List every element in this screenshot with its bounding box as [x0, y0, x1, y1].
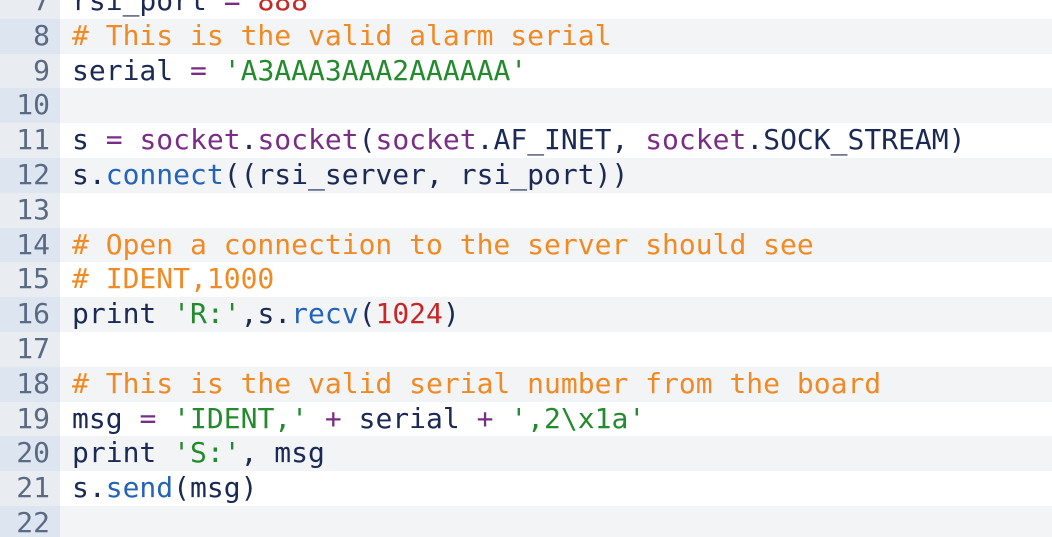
code-token: # IDENT,1000 [72, 262, 275, 296]
line-number[interactable]: 13 [0, 192, 60, 228]
code-token: 'A3AAA3AAA2AAAAAA' [223, 53, 528, 87]
code-token: socket [257, 123, 359, 157]
code-line[interactable]: 18 # This is the valid serial number from… [0, 366, 1052, 402]
line-number[interactable]: 19 [0, 401, 60, 437]
code-token: connect [105, 157, 224, 191]
code-text[interactable]: # Open a connection to the server should… [60, 228, 814, 263]
line-number[interactable]: 9 [0, 53, 60, 89]
code-line[interactable]: 15 # IDENT,1000 [0, 262, 1052, 298]
code-token: # This is the valid serial number from t… [72, 366, 882, 400]
code-text[interactable]: # This is the valid serial number from t… [60, 367, 881, 402]
code-token: socket [375, 123, 477, 157]
code-line[interactable]: 10 [0, 88, 1052, 124]
line-number[interactable]: 22 [0, 505, 60, 537]
code-text[interactable]: print 'R:',s.recv(1024) [60, 297, 460, 332]
code-text[interactable]: # IDENT,1000 [60, 262, 274, 297]
code-text[interactable] [60, 193, 72, 228]
code-token: socket [139, 123, 241, 157]
code-text[interactable]: # This is the valid alarm serial [60, 19, 611, 54]
code-token: 'S:' [173, 436, 241, 470]
code-token: rsi_port [72, 0, 224, 17]
code-token: ( [358, 123, 376, 157]
code-text[interactable]: s.send(msg) [60, 471, 257, 506]
code-line[interactable]: 14 # Open a connection to the server shou… [0, 227, 1052, 263]
line-number[interactable]: 15 [0, 262, 60, 298]
code-token: 888 [257, 0, 309, 17]
code-token: = [105, 123, 123, 157]
code-token: . [240, 123, 258, 157]
code-token [308, 402, 325, 435]
line-number[interactable]: 14 [0, 227, 60, 263]
code-token: .SOCK_STREAM) [746, 123, 966, 157]
code-line[interactable]: 13 [0, 192, 1052, 228]
code-token: 1024 [375, 297, 443, 331]
code-token: .AF_INET, [476, 123, 646, 157]
code-token: send [105, 471, 174, 505]
code-token: msg [72, 401, 140, 435]
code-token: ( [358, 297, 376, 331]
code-token: = [139, 401, 157, 435]
code-token [156, 402, 173, 435]
code-token: 'R:' [173, 297, 241, 331]
code-token: s. [72, 157, 106, 191]
code-token: # This is the valid alarm serial [72, 18, 612, 52]
code-token [493, 402, 510, 435]
code-token: ((rsi_server, rsi_port)) [223, 157, 629, 191]
code-token: s [72, 123, 106, 157]
code-line[interactable]: 22 [0, 505, 1052, 537]
code-token: (msg) [173, 471, 258, 505]
code-token: + [476, 401, 494, 435]
code-token: = [190, 53, 207, 87]
code-token: 'IDENT,' [173, 401, 309, 435]
code-token: print [72, 436, 174, 470]
code-text[interactable]: msg = 'IDENT,' + serial + ',2\x1a' [60, 402, 645, 437]
code-token: , msg [240, 436, 325, 470]
line-number[interactable]: 16 [0, 297, 60, 332]
code-text[interactable]: rsi_port = 888 [60, 0, 308, 19]
code-token [207, 54, 224, 87]
code-text[interactable]: serial = 'A3AAA3AAA2AAAAAA' [60, 54, 527, 89]
code-text[interactable] [60, 506, 72, 537]
code-token: print [72, 297, 174, 331]
code-token: = [223, 0, 241, 17]
code-line[interactable]: 17 [0, 331, 1052, 367]
line-number[interactable]: 11 [0, 123, 60, 158]
line-number[interactable]: 10 [0, 88, 60, 124]
code-token: s. [72, 471, 106, 505]
line-number[interactable]: 18 [0, 366, 60, 402]
code-token [241, 0, 258, 17]
code-text[interactable]: print 'S:', msg [60, 436, 325, 471]
line-number[interactable]: 17 [0, 331, 60, 367]
line-number[interactable]: 8 [0, 18, 60, 54]
code-token: + [324, 401, 342, 435]
code-token: serial [341, 401, 477, 435]
line-number[interactable]: 21 [0, 471, 60, 506]
code-token [123, 123, 140, 156]
code-token: serial [72, 53, 191, 87]
code-token: ',2\x1a' [510, 401, 646, 435]
code-text[interactable]: s = socket.socket(socket.AF_INET, socket… [60, 123, 966, 158]
line-number[interactable]: 7 [0, 0, 60, 19]
code-token: ) [442, 297, 460, 331]
code-text[interactable]: s.connect((rsi_server, rsi_port)) [60, 158, 628, 193]
line-number[interactable]: 12 [0, 157, 60, 193]
code-token: # Open a connection to the server should… [72, 227, 814, 261]
code-line[interactable]: 8 # This is the valid alarm serial [0, 18, 1052, 54]
line-number[interactable]: 20 [0, 436, 60, 472]
code-text[interactable] [60, 332, 72, 367]
code-token: socket [645, 123, 747, 157]
code-text[interactable] [60, 88, 72, 123]
code-token: recv [291, 297, 359, 331]
code-token: ,s. [240, 297, 292, 331]
